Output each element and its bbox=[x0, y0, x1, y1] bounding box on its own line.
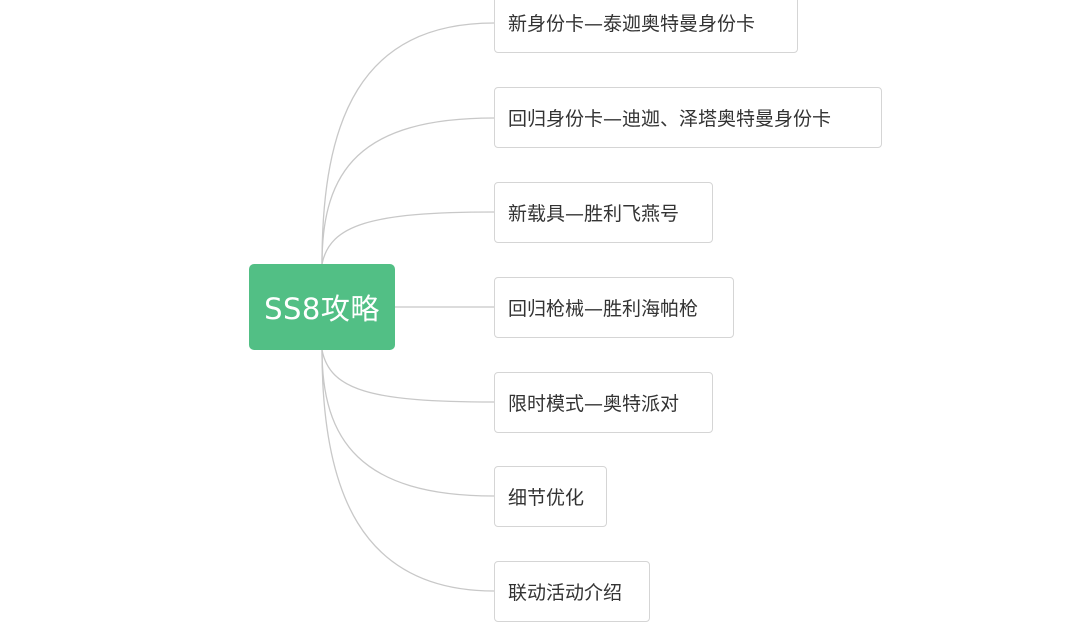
branch-topic-limited-mode[interactable]: 限时模式—奥特派对 bbox=[494, 372, 713, 433]
branch-topic-label: 回归身份卡—迪迦、泽塔奥特曼身份卡 bbox=[508, 108, 832, 130]
branch-topic-label: 细节优化 bbox=[508, 487, 585, 509]
connector-branch-6 bbox=[321, 349, 495, 497]
connector-branch-3 bbox=[321, 211, 495, 265]
branch-topic-label: 新载具—胜利飞燕号 bbox=[508, 203, 680, 225]
branch-topic-collab-event[interactable]: 联动活动介绍 bbox=[494, 561, 650, 622]
connector-branch-5 bbox=[321, 349, 495, 403]
mind-map-canvas: SS8攻略 新身份卡—泰迦奥特曼身份卡 回归身份卡—迪迦、泽塔奥特曼身份卡 新载… bbox=[249, 0, 882, 622]
branch-topic-detail-optimization[interactable]: 细节优化 bbox=[494, 466, 607, 527]
branch-topic-new-identity-card[interactable]: 新身份卡—泰迦奥特曼身份卡 bbox=[494, 0, 798, 53]
connector-branch-7 bbox=[321, 349, 495, 592]
branch-topic-returning-identity-card[interactable]: 回归身份卡—迪迦、泽塔奥特曼身份卡 bbox=[494, 87, 882, 148]
branch-topic-new-vehicle[interactable]: 新载具—胜利飞燕号 bbox=[494, 182, 713, 243]
branch-topic-returning-weapon[interactable]: 回归枪械—胜利海帕枪 bbox=[494, 277, 734, 338]
branch-topic-label: 回归枪械—胜利海帕枪 bbox=[508, 298, 699, 320]
branch-topic-label: 联动活动介绍 bbox=[508, 582, 623, 604]
root-topic-label: SS8攻略 bbox=[264, 292, 380, 326]
branch-topic-label: 新身份卡—泰迦奥特曼身份卡 bbox=[508, 13, 756, 35]
connector-branch-2 bbox=[321, 117, 495, 265]
connector-branch-1 bbox=[321, 22, 495, 265]
root-topic[interactable]: SS8攻略 bbox=[249, 264, 395, 350]
branch-topic-label: 限时模式—奥特派对 bbox=[508, 393, 680, 415]
